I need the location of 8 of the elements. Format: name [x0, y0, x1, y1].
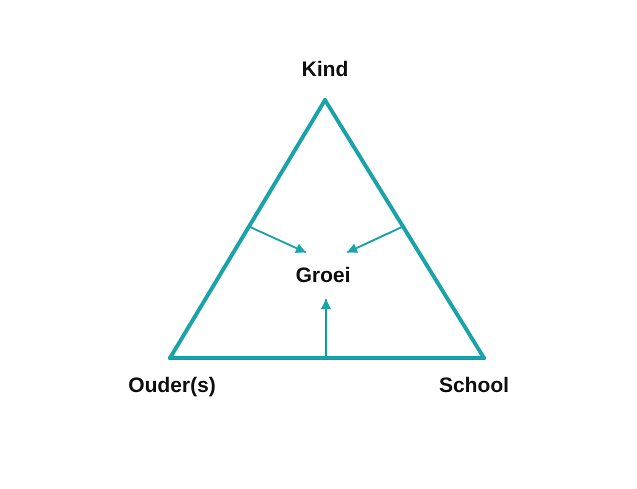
triangle-side [168, 356, 486, 360]
text-label: Ouder(s) [118, 358, 226, 398]
arrow [321, 299, 331, 359]
arrow [249, 226, 306, 253]
text-label: Kind [285, 58, 365, 100]
text-label: School [428, 358, 520, 398]
arrow [347, 226, 403, 253]
text-label: Groei [288, 252, 358, 300]
